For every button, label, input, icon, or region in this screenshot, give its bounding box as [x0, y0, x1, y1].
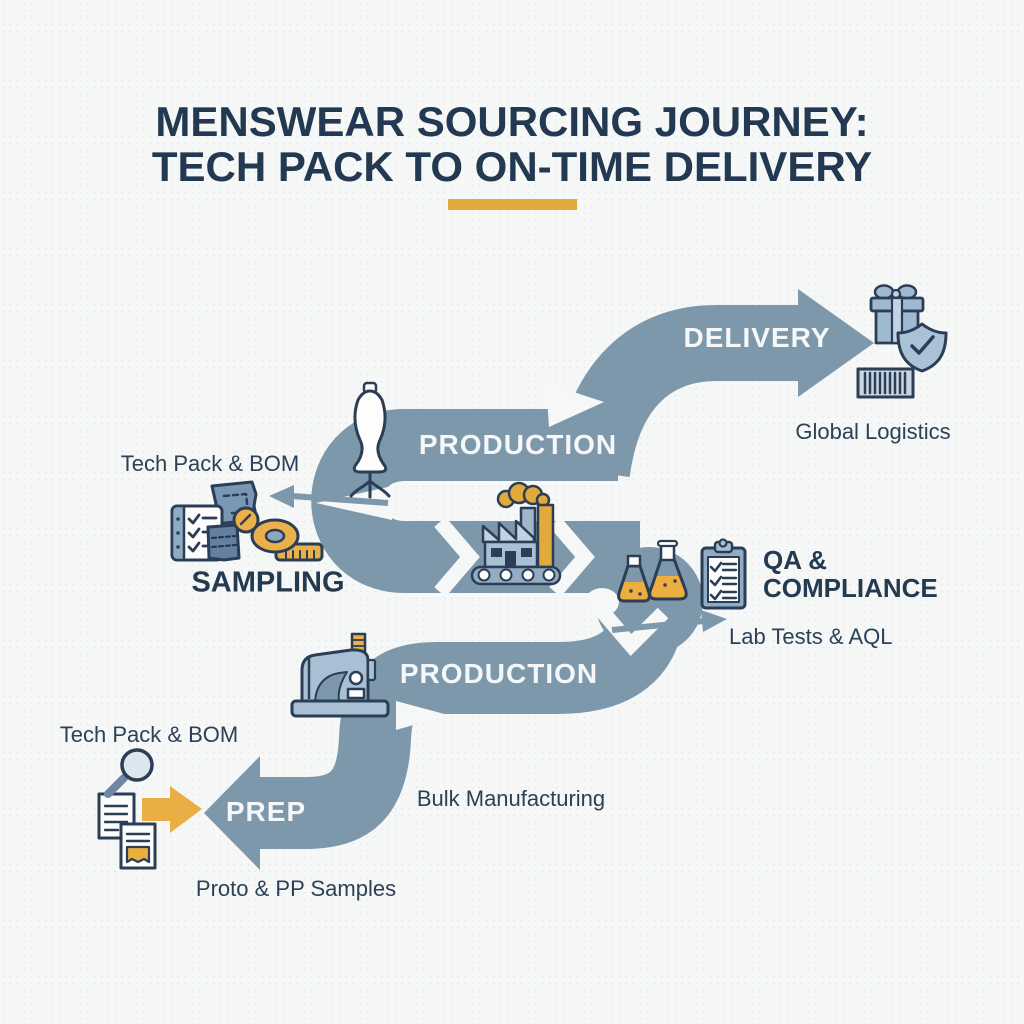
document-gold-icon	[119, 822, 157, 870]
stage-label-delivery: DELIVERY	[683, 322, 831, 353]
flask-large-icon	[648, 539, 688, 601]
factory-icon	[470, 481, 562, 586]
stage-label-production-bulk: PRODUCTION	[399, 658, 599, 689]
page-title-line1: MENSWEAR SOURCING JOURNEY:	[155, 98, 869, 145]
delivery-icons	[856, 284, 948, 399]
ribbon-lower-segment	[258, 603, 685, 849]
notch-prep-junction	[396, 701, 448, 730]
stage-label-prep: PREP	[225, 796, 307, 827]
sampling-branch-arrow	[291, 493, 389, 506]
qa-label-line1: QA &	[763, 545, 828, 575]
notch-qa-junction	[585, 588, 619, 616]
branch-arrows	[269, 485, 727, 633]
clipboard-checklist-icon	[700, 538, 747, 610]
chevron-icon	[434, 517, 480, 597]
button-icon	[232, 506, 260, 534]
page-title-line2: TECH PACK TO ON-TIME DELIVERY	[151, 143, 873, 190]
shield-check-icon	[896, 322, 948, 373]
stage-label-qa: QA & COMPLIANCE	[763, 546, 938, 602]
title-underline	[448, 199, 577, 210]
qa-label-line2: COMPLIANCE	[763, 573, 938, 603]
magnifier-icon	[104, 748, 154, 798]
ribbon-delivery-segment	[554, 305, 800, 478]
notch-delivery-junction	[546, 383, 604, 427]
sampling-icons	[170, 480, 324, 562]
chevron-icon	[549, 517, 595, 597]
qa-branch-arrowhead-icon	[701, 610, 727, 632]
prep-icons	[97, 748, 157, 870]
fabric-swatch-small-icon	[206, 523, 241, 562]
annotation-lab-tests: Lab Tests & AQL	[729, 624, 893, 649]
gold-arrow-icon	[142, 786, 202, 833]
measuring-tape-icon	[250, 518, 324, 562]
qa-icons	[617, 538, 747, 610]
mannequin-icon	[349, 381, 391, 499]
sampling-branch-arrowhead-icon	[269, 485, 294, 508]
qa-branch-arrow	[611, 618, 705, 633]
annotation-proto-samples: Proto & PP Samples	[195, 876, 397, 901]
barcode-icon	[856, 367, 915, 399]
annotation-global-logistics: Global Logistics	[795, 419, 951, 444]
stage-label-sampling: SAMPLING	[191, 566, 345, 599]
factory-smoke	[496, 481, 551, 509]
stage-label-production-top: PRODUCTION	[418, 429, 618, 460]
annotation-techpack-bottom: Tech Pack & BOM	[59, 722, 239, 747]
annotation-bulk-manufacturing: Bulk Manufacturing	[416, 786, 606, 811]
prep-arrowhead	[204, 756, 260, 870]
delivery-arrowhead	[798, 289, 874, 397]
sewing-machine-icon	[290, 632, 390, 718]
annotation-techpack-top: Tech Pack & BOM	[120, 451, 300, 476]
